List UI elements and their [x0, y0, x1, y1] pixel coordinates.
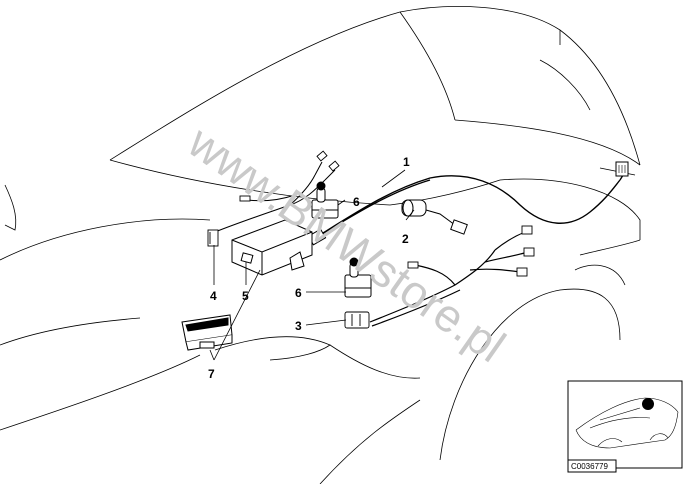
callout-1: 1: [403, 155, 410, 169]
callout-7: 7: [208, 367, 215, 381]
harness-connector-right: [615, 161, 629, 177]
callout-5: 5: [242, 289, 249, 303]
seat-heating-switch: [181, 314, 233, 351]
locator-thumbnail: [567, 380, 683, 469]
callout-3: 3: [295, 319, 302, 333]
callout-6-upper: 6: [353, 195, 360, 209]
upper-harness-connectors: [207, 150, 340, 247]
upper-harness-branch: [214, 161, 336, 233]
capacitor-part: [401, 199, 468, 235]
car-outline: [0, 6, 641, 484]
lower-harness: [369, 231, 529, 327]
callout-6-lower: 6: [295, 286, 302, 300]
reference-code: C0036779: [571, 462, 608, 471]
reference-code-box: [567, 459, 617, 473]
callout-2: 2: [402, 232, 409, 246]
switch-lower: [344, 257, 372, 298]
callout-4: 4: [210, 289, 217, 303]
control-unit: [231, 219, 313, 276]
leader-lines: [209, 169, 415, 361]
lower-harness-connectors: [344, 225, 535, 329]
switch-upper: [311, 181, 339, 219]
